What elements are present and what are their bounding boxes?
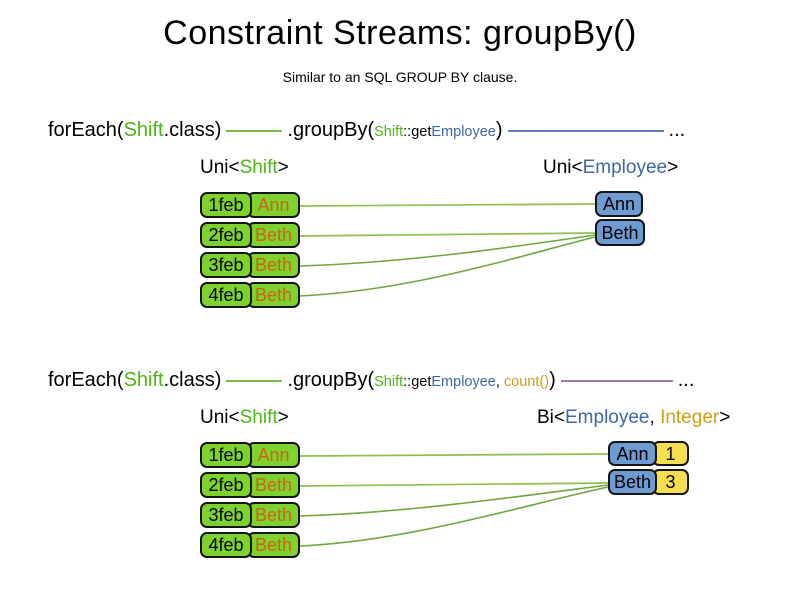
label-separator: , <box>649 407 661 428</box>
code-foreach-arg: Shift <box>123 369 164 391</box>
code-foreach-close: .class) <box>163 119 222 141</box>
label-type-integer: Integer <box>660 407 720 428</box>
connector-line <box>298 234 596 267</box>
code-foreach-arg: Shift <box>123 119 164 141</box>
shift-employee-cell: Beth <box>247 502 300 528</box>
group-employee-box: Beth <box>595 219 645 246</box>
type-label-uni-employee: Uni<Employee> <box>543 157 678 179</box>
code-arg-getter: ::get <box>403 124 432 140</box>
shift-date-cell: 4feb <box>200 532 252 558</box>
shift-employee-cell: Beth <box>247 282 300 308</box>
shift-date-cell: 4feb <box>200 282 252 308</box>
group-employee-box: Ann <box>608 441 657 466</box>
connector-line <box>298 482 609 487</box>
code-foreach-open: forEach( <box>48 369 124 391</box>
code-arg-shift: Shift <box>374 374 404 390</box>
label-suffix: > <box>719 407 731 428</box>
connector-line <box>298 484 609 517</box>
code-arg-employee: Employee <box>431 124 496 140</box>
label-prefix: Uni< <box>543 157 583 178</box>
shift-employee-cell: Ann <box>247 442 300 468</box>
code-arg-getter: ::get <box>403 374 432 390</box>
group-employee-box: Ann <box>595 191 643 217</box>
code-arg-comma: , <box>495 374 504 390</box>
code-foreach-open: forEach( <box>48 119 124 141</box>
label-type-employee: Employee <box>565 407 650 428</box>
group-employee-box: Beth <box>608 469 657 495</box>
page-title: Constraint Streams: groupBy() <box>163 14 637 52</box>
group-count-box: 3 <box>652 469 689 495</box>
type-label-bi-employee-integer: Bi<Employee, Integer> <box>537 407 730 429</box>
type-label-uni-shift-1: Uni<Shift> <box>200 157 289 179</box>
connector-line <box>298 236 596 297</box>
shift-employee-cell: Beth <box>247 252 300 278</box>
label-suffix: > <box>277 407 289 428</box>
shift-date-cell: 3feb <box>200 252 252 278</box>
type-label-uni-shift-2: Uni<Shift> <box>200 407 289 429</box>
code-ellipsis: ... <box>677 369 695 391</box>
stream-connector-green <box>226 379 283 382</box>
group-count-box: 1 <box>652 441 689 466</box>
code-foreach-close: .class) <box>163 369 222 391</box>
stream-connector-purple <box>560 379 673 382</box>
shift-date-cell: 2feb <box>200 472 252 498</box>
stream-connector-blue <box>507 129 664 132</box>
code-groupby-close: ) <box>549 369 556 391</box>
code-line-1: forEach(Shift.class) .groupBy(Shift::get… <box>48 119 685 142</box>
code-groupby-close: ) <box>495 119 503 141</box>
shift-date-cell: 3feb <box>200 502 252 528</box>
code-groupby-open: .groupBy( <box>287 369 375 391</box>
connector-line <box>298 232 596 237</box>
label-prefix: Uni< <box>200 407 240 428</box>
connector-line <box>298 453 609 457</box>
shift-date-cell: 1feb <box>200 442 252 468</box>
code-line-2: forEach(Shift.class) .groupBy(Shift::get… <box>48 369 694 392</box>
code-arg-count: count() <box>503 374 550 390</box>
stream-connector-green <box>226 129 283 132</box>
shift-employee-cell: Beth <box>247 532 300 558</box>
shift-employee-cell: Ann <box>247 192 300 218</box>
code-arg-shift: Shift <box>374 124 404 140</box>
shift-date-cell: 2feb <box>200 222 252 248</box>
code-arg-employee: Employee <box>431 374 496 390</box>
connector-line <box>298 486 609 547</box>
label-prefix: Uni< <box>200 157 240 178</box>
label-type-shift: Shift <box>239 157 278 178</box>
label-type-employee: Employee <box>582 157 668 178</box>
shift-employee-cell: Beth <box>247 472 300 498</box>
code-ellipsis: ... <box>668 119 686 141</box>
shift-employee-cell: Beth <box>247 222 300 248</box>
page-subtitle: Similar to an SQL GROUP BY clause. <box>282 69 518 85</box>
label-suffix: > <box>667 157 679 178</box>
label-type-shift: Shift <box>239 407 278 428</box>
label-suffix: > <box>277 157 289 178</box>
connector-line <box>298 203 596 207</box>
shift-date-cell: 1feb <box>200 192 252 218</box>
label-prefix: Bi< <box>537 407 565 428</box>
code-groupby-open: .groupBy( <box>287 119 375 141</box>
